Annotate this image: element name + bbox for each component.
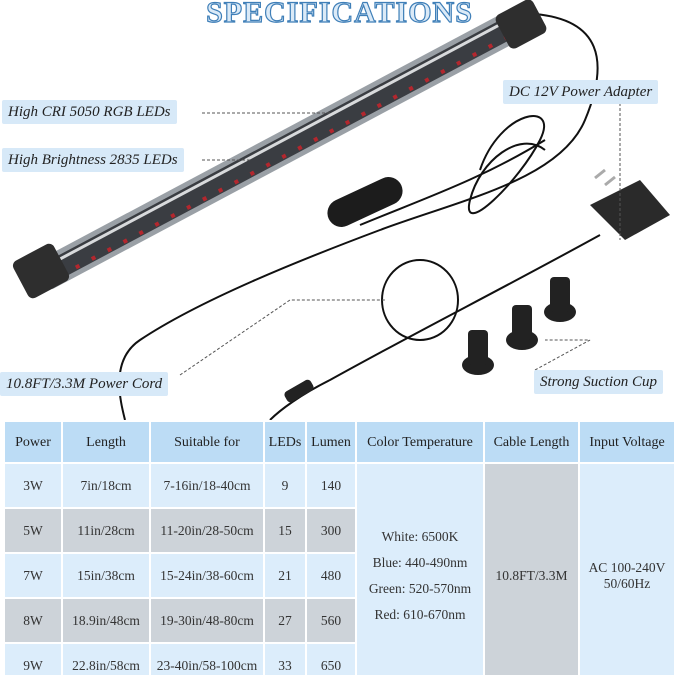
header-suitable-for: Suitable for [151, 422, 263, 462]
color-temp-red: Red: 610-670nm [374, 606, 466, 622]
cable-coil [381, 259, 459, 341]
cell-lumen: 140 [307, 464, 355, 507]
cell-leds: 15 [265, 509, 305, 552]
cell-suitable-for: 11-20in/28-50cm [151, 509, 263, 552]
cell-length: 11in/28cm [63, 509, 149, 552]
specifications-title: SPECIFICATIONS [205, 0, 473, 30]
cell-length: 15in/38cm [63, 554, 149, 597]
cell-leds: 21 [265, 554, 305, 597]
color-temp-green: Green: 520-570nm [368, 580, 472, 596]
remote-controller [327, 177, 403, 227]
cell-lumen: 480 [307, 554, 355, 597]
input-frequency: 50/60Hz [603, 575, 651, 591]
color-temp-white: White: 6500K [381, 528, 459, 544]
cell-length: 22.8in/58cm [63, 644, 149, 675]
header-leds: LEDs [265, 422, 305, 462]
callout-power-adapter: DC 12V Power Adapter [503, 80, 659, 104]
led-tube [12, 0, 547, 299]
dc-connector [284, 379, 314, 403]
cell-suitable-for: 23-40in/58-100cm [151, 644, 263, 675]
end-cap [12, 243, 70, 299]
cell-power: 5W [5, 509, 61, 552]
end-cap [495, 0, 547, 49]
cell-color-temperature: White: 6500K Blue: 440-490nm Green: 520-… [357, 464, 483, 675]
power-adapter [590, 168, 670, 240]
power-cable [118, 13, 599, 420]
cell-lumen: 650 [307, 644, 355, 675]
cell-power: 9W [5, 644, 61, 675]
header-cable-length: Cable Length [485, 422, 578, 462]
cell-leds: 27 [265, 599, 305, 642]
table-row: 5W 11in/28cm 11-20in/28-50cm 15 300 [5, 509, 674, 552]
header-input-voltage: Input Voltage [580, 422, 674, 462]
header-power: Power [5, 422, 61, 462]
callout-suction-cup: Strong Suction Cup [534, 370, 663, 394]
cell-power: 3W [5, 464, 61, 507]
product-illustration [12, 0, 670, 420]
table-row: 3W 7in/18cm 7-16in/18-40cm 9 140 White: … [5, 464, 674, 675]
header-lumen: Lumen [307, 422, 355, 462]
cell-cable-length: 10.8FT/3.3M [485, 464, 578, 675]
cell-power: 7W [5, 554, 61, 597]
callout-power-cord: 10.8FT/3.3M Power Cord [0, 372, 169, 396]
cell-leds: 9 [265, 464, 305, 507]
cell-suitable-for: 19-30in/48-80cm [151, 599, 263, 642]
suction-cup-icon [462, 277, 576, 375]
cell-leds: 33 [265, 644, 305, 675]
cell-suitable-for: 15-24in/38-60cm [151, 554, 263, 597]
cell-lumen: 560 [307, 599, 355, 642]
cell-length: 7in/18cm [63, 464, 149, 507]
cell-power: 8W [5, 599, 61, 642]
table-header-row: Power Length Suitable for LEDs Lumen Col… [5, 422, 674, 462]
coiled-cable [467, 115, 546, 215]
controller-cable [359, 139, 546, 226]
input-voltage-range: AC 100-240V [588, 559, 666, 575]
cell-length: 18.9in/48cm [63, 599, 149, 642]
header-length: Length [63, 422, 149, 462]
spec-table: Power Length Suitable for LEDs Lumen Col… [3, 420, 676, 675]
cell-input-voltage: AC 100-240V 50/60Hz [580, 464, 674, 675]
callout-rgb-leds: High CRI 5050 RGB LEDs [2, 100, 177, 124]
table-row: 7W 15in/38cm 15-24in/38-60cm 21 480 [5, 554, 674, 597]
table-row: 9W 22.8in/58cm 23-40in/58-100cm 33 650 [5, 644, 674, 675]
color-temp-blue: Blue: 440-490nm [372, 554, 468, 570]
cell-lumen: 300 [307, 509, 355, 552]
callout-brightness-leds: High Brightness 2835 LEDs [2, 148, 184, 172]
cell-suitable-for: 7-16in/18-40cm [151, 464, 263, 507]
adapter-cable [269, 234, 601, 420]
header-color-temperature: Color Temperature [357, 422, 483, 462]
table-row: 8W 18.9in/48cm 19-30in/48-80cm 27 560 [5, 599, 674, 642]
